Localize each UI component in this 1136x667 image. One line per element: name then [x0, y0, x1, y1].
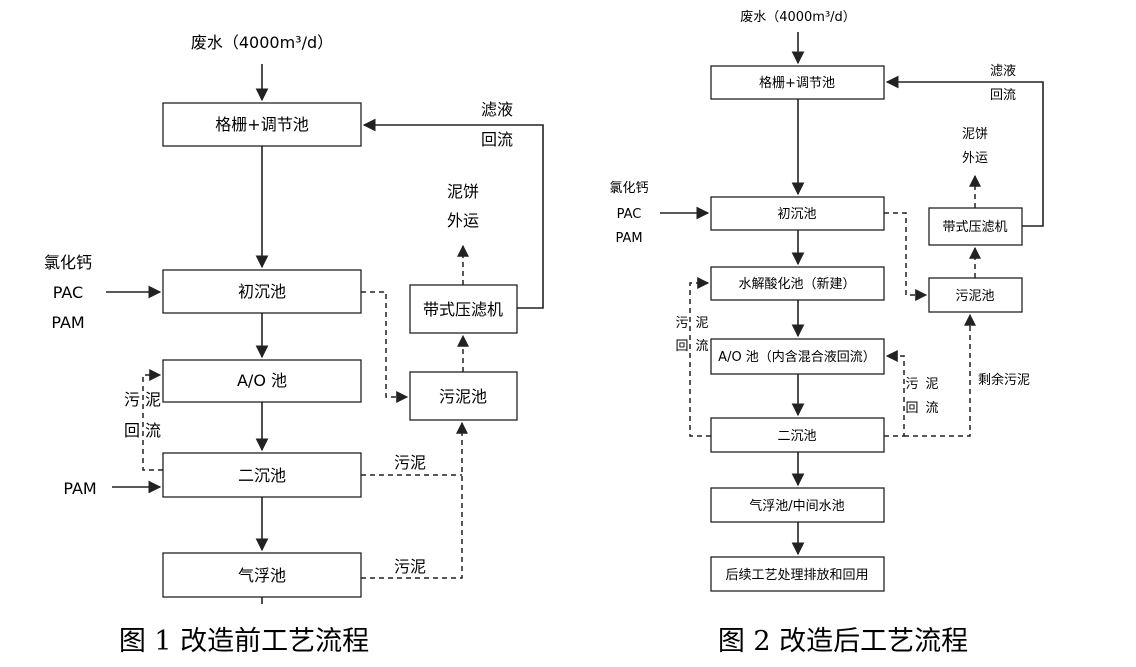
fig1-flotation-label: 气浮池 [238, 566, 286, 585]
fig2-return-left-char-3: 回 [675, 339, 688, 354]
fig1-input-label: 废水（4000m³/d） [191, 33, 333, 52]
fig2-primary-sludge-line [884, 212, 928, 301]
fig1-pam-label: PAM [63, 479, 96, 498]
fig2-return-left-char-2: 泥 [695, 316, 708, 331]
fig1-cake-label-1: 泥饼 [447, 182, 479, 201]
fig1-cake-label-2: 外运 [447, 211, 479, 230]
fig2-excess-label: 剩余污泥 [978, 372, 1030, 388]
fig2-return-left-char-1: 污 [675, 316, 688, 331]
fig2-hydrolysis-box [710, 266, 885, 301]
fig1-sludge-tank-box [409, 371, 518, 421]
fig1-chemical-pam: PAM [51, 313, 84, 332]
fig2-primary-label: 初沉池 [777, 207, 816, 222]
fig2-secondary-label: 二沉池 [777, 429, 816, 444]
fig2-ao-label: A/O 池（内含混合液回流） [718, 349, 876, 365]
fig1-filtrate-label-1: 滤液 [481, 100, 513, 119]
fig2-return-right-line [884, 350, 905, 437]
fig2-flotation-label: 气浮池/中间水池 [749, 498, 844, 514]
fig2-grid-tank-box [710, 65, 885, 100]
fig2-return-right-char-3: 回 [905, 401, 918, 416]
fig1-sludge-label-2: 污泥 [394, 557, 426, 576]
fig1-grid-tank-label: 格栅+调节池 [215, 115, 308, 134]
fig1-return-char-1: 污 [124, 390, 140, 409]
fig2-chemical-cacl2: 氯化钙 [609, 181, 648, 196]
fig1-filtrate-label-2: 回流 [481, 130, 513, 149]
fig1-sludge-tank-label: 污泥池 [439, 387, 487, 406]
fig2-chemical-pam: PAM [615, 231, 642, 246]
fig2-grid-tank-label: 格栅+调节池 [759, 75, 835, 91]
fig1-flotation-box [162, 552, 362, 598]
fig2-hydrolysis-label: 水解酸化池（新建） [738, 276, 855, 292]
fig2-return-right-char-4: 流 [925, 401, 938, 416]
fig2-belt-press-box [928, 207, 1023, 246]
fig2-cake-label-1: 泥饼 [962, 127, 988, 142]
fig2-secondary-box [710, 417, 885, 453]
fig2-sludge-tank-label: 污泥池 [955, 289, 994, 304]
fig2-return-left-char-4: 流 [695, 339, 708, 354]
fig2-cake-label-2: 外运 [962, 151, 988, 166]
fig2-caption: 图 2 改造后工艺流程 [718, 626, 968, 657]
fig1-caption: 图 1 改造前工艺流程 [119, 626, 369, 657]
fig1-return-sludge-line [142, 369, 163, 471]
fig1-flotation-sludge-line [361, 421, 468, 579]
fig2-followup-label: 后续工艺处理排放和回用 [725, 568, 868, 583]
fig1-belt-press-box [409, 284, 518, 334]
fig2-filtrate-label-2: 回流 [990, 88, 1016, 103]
fig1-primary-sludge-line [361, 291, 409, 403]
fig1-primary-label: 初沉池 [238, 282, 286, 301]
fig2-excess-sludge-line [904, 313, 976, 437]
figure-1: 废水（4000m³/d） 格栅+调节池 初沉池 A/O 池 二沉池 气浮池 带式… [44, 33, 544, 657]
fig2-return-left-line [689, 277, 711, 437]
fig2-ao-box [710, 338, 885, 375]
fig1-chemical-cacl2: 氯化钙 [44, 253, 92, 272]
fig1-ao-label: A/O 池 [237, 371, 287, 390]
fig2-followup-box [710, 556, 885, 592]
fig2-filtrate-label-1: 滤液 [990, 64, 1016, 79]
fig2-belt-press-label: 带式压滤机 [942, 220, 1007, 235]
fig1-filtrate-line [362, 118, 544, 309]
fig1-belt-press-label: 带式压滤机 [423, 300, 503, 319]
fig1-return-char-4: 流 [145, 421, 161, 440]
figure-2: 废水（4000m³/d） 格栅+调节池 初沉池 水解酸化池（新建） A/O 池（… [609, 9, 1044, 657]
fig1-secondary-label: 二沉池 [238, 466, 286, 485]
fig2-chemical-pac: PAC [617, 207, 642, 222]
fig1-sludge-label-1: 污泥 [394, 453, 426, 472]
fig2-primary-box [710, 196, 885, 231]
fig2-sludge-tank-box [928, 277, 1023, 313]
fig1-return-char-3: 回 [124, 421, 140, 440]
fig2-return-right-char-1: 污 [905, 377, 918, 392]
fig2-return-right-char-2: 泥 [925, 377, 938, 392]
fig1-primary-box [162, 269, 362, 314]
fig1-chemical-pac: PAC [53, 283, 83, 302]
fig1-return-char-2: 泥 [145, 390, 161, 409]
fig2-filtrate-line [885, 75, 1044, 227]
fig2-input-label: 废水（4000m³/d） [740, 9, 856, 25]
